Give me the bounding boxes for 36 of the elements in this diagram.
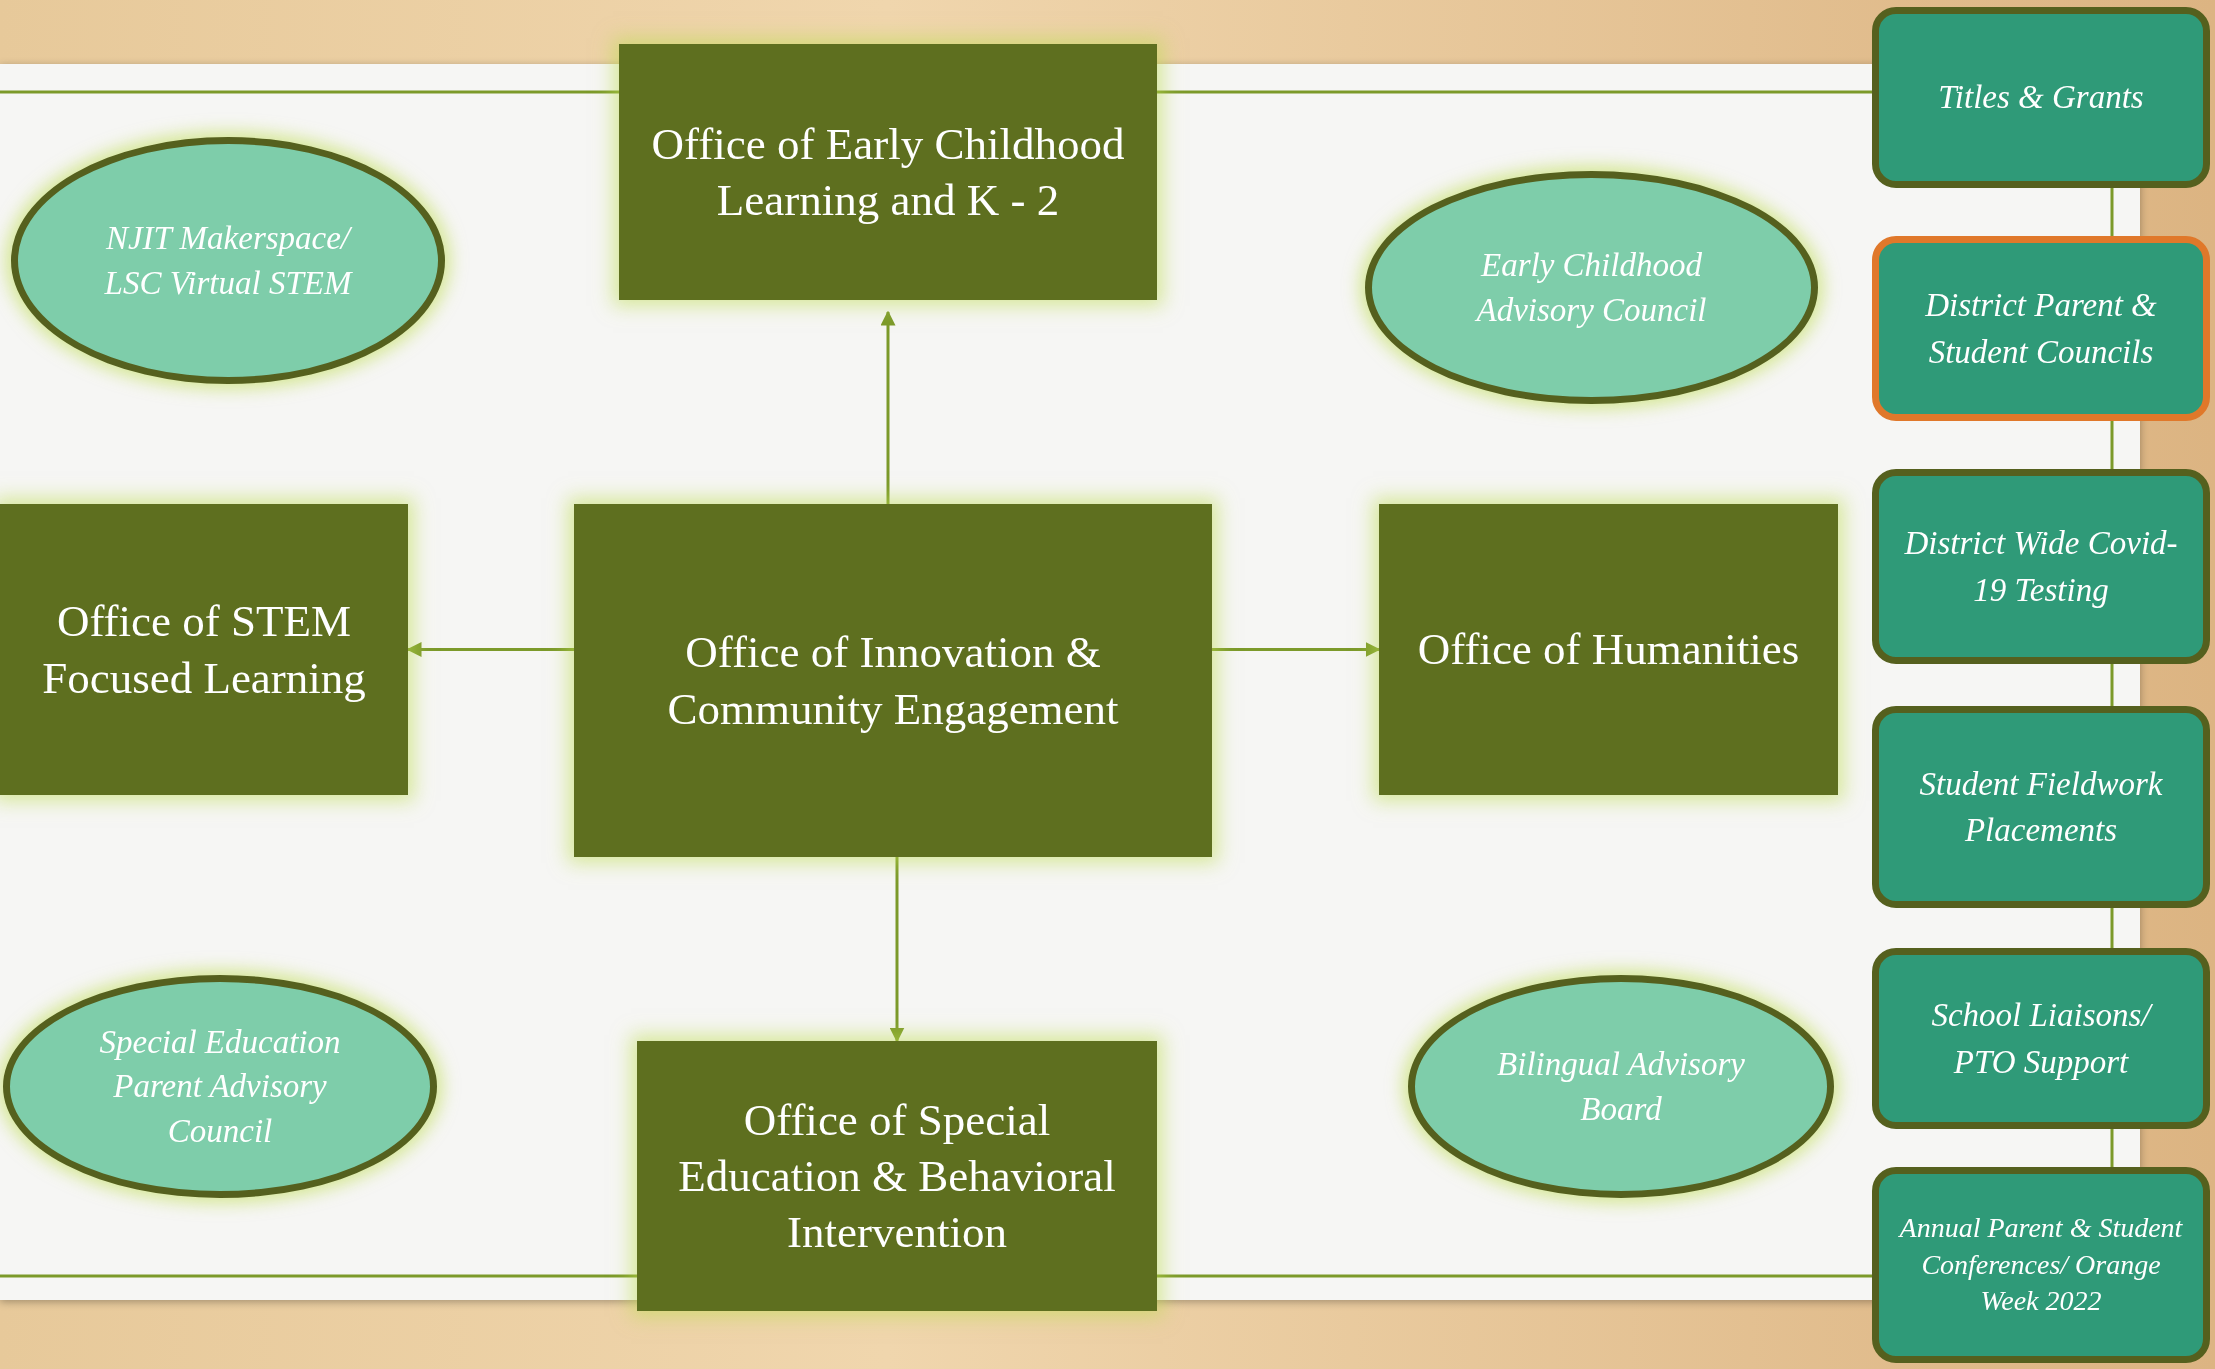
program-box bbox=[1872, 948, 2210, 1129]
connector-line bbox=[2110, 1129, 2114, 1167]
node-label: Titles & Grants bbox=[1938, 78, 2144, 118]
node-label: Office of STEM Focused Learning bbox=[41, 595, 367, 705]
connector-line bbox=[2110, 421, 2114, 469]
node-label: Special Education Parent Advisory Council bbox=[98, 1022, 342, 1151]
node-label: Annual Parent & Student Conferences/ Orange Week 2022 bbox=[1897, 1211, 2184, 1319]
office-box bbox=[574, 504, 1212, 857]
node-label: District Parent & Student Councils bbox=[1924, 286, 2158, 372]
connector-line bbox=[2110, 908, 2114, 948]
node-label: Office of Innovation & Community Engagement bbox=[666, 626, 1120, 736]
connector-line bbox=[889, 857, 905, 1043]
node-label: Bilingual Advisory Board bbox=[1496, 1044, 1746, 1129]
connector-line bbox=[880, 310, 896, 504]
office-box bbox=[1379, 504, 1838, 795]
node-label: Office of Humanities bbox=[1417, 623, 1800, 677]
program-box bbox=[1872, 1167, 2210, 1363]
office-box bbox=[0, 504, 408, 795]
connector-line bbox=[1157, 90, 1872, 94]
connector-line bbox=[1157, 1274, 1872, 1278]
program-box bbox=[1872, 469, 2210, 664]
connector-line bbox=[2110, 664, 2114, 706]
program-box bbox=[1872, 236, 2210, 421]
connector-line bbox=[2110, 188, 2114, 236]
node-label: Office of Special Education & Behavioral Intervention bbox=[677, 1093, 1117, 1260]
node-label: District Wide Covid-19 Testing bbox=[1903, 524, 2179, 610]
program-box bbox=[1872, 7, 2210, 188]
node-label: NJIT Makerspace/ LSC Virtual STEM bbox=[103, 218, 354, 303]
office-box bbox=[637, 1041, 1157, 1311]
node-label: Early Childhood Advisory Council bbox=[1473, 245, 1708, 330]
connector-line bbox=[1212, 642, 1381, 657]
office-box bbox=[619, 44, 1157, 300]
node-label: Student Fieldwork Placements bbox=[1918, 764, 2164, 850]
node-label: School Liaisons/ PTO Support bbox=[1930, 996, 2154, 1082]
program-box bbox=[1872, 706, 2210, 908]
node-label: Office of Early Childhood Learning and K - 2 bbox=[650, 117, 1126, 227]
